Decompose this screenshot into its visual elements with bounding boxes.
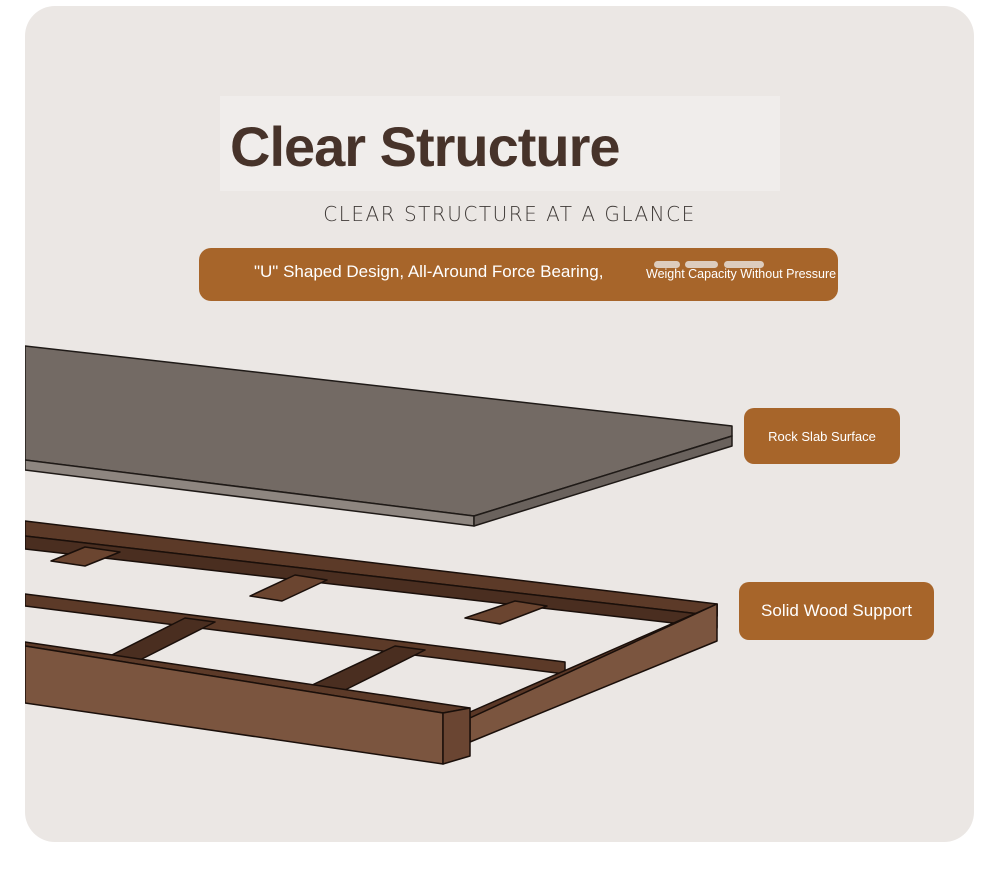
page-subtitle: CLEAR STRUCTURE AT A GLANCE [323,202,696,226]
title-backdrop [220,96,780,191]
exploded-structure-illustration [25,345,733,765]
banner-smudge [685,261,718,268]
page-title: Clear Structure [230,115,621,178]
wood-support-illustration [25,520,718,765]
banner-smudge [724,261,764,268]
product-card: Clear Structure CLEAR STRUCTURE AT A GLA… [25,6,974,842]
banner-smudge [654,261,680,268]
rock-slab-illustration [25,345,733,527]
banner-side-text: Weight Capacity Without Pressure [646,267,837,281]
banner-main-text: "U" Shaped Design, All-Around Force Bear… [254,262,604,281]
wood-support-label: Solid Wood Support [739,582,934,640]
rock-slab-label: Rock Slab Surface [744,408,900,464]
feature-banner: "U" Shaped Design, All-Around Force Bear… [199,248,838,301]
